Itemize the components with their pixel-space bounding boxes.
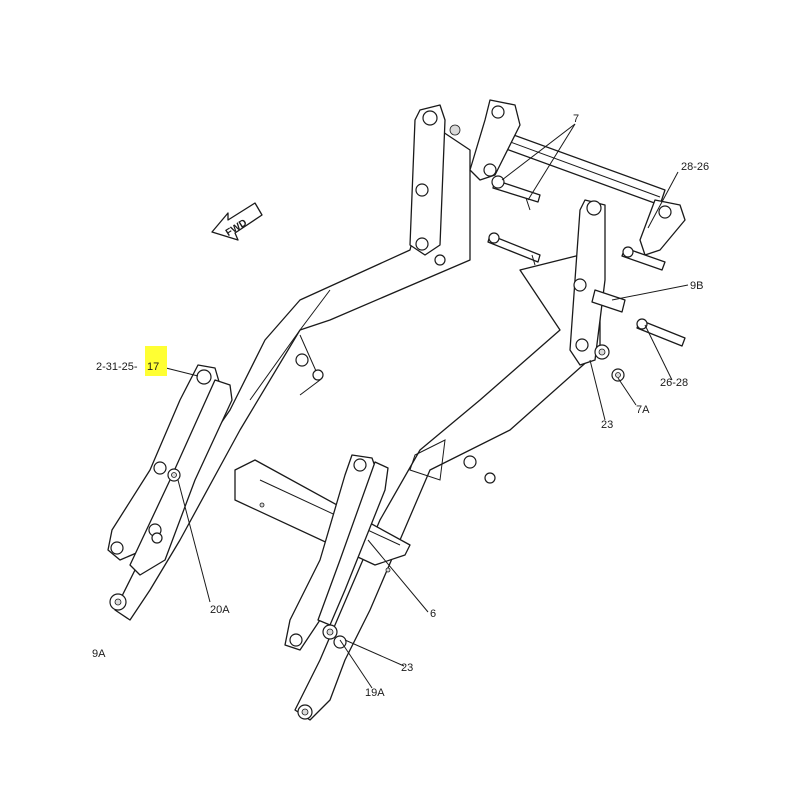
- part-reference-prefix: 2-31-25-: [96, 361, 138, 373]
- callout-9a: 9A: [92, 648, 106, 660]
- part-reference-callout: 2-31-25- 17: [96, 346, 167, 376]
- leader-lines: [165, 123, 689, 689]
- link-17: [107, 364, 233, 576]
- pin-7-assembly: [487, 175, 541, 266]
- forward-arrow-icon: FWD: [211, 202, 263, 241]
- callout-labels: 7 28-26 9B 26-28 7A 23 20A 9A 6 23 19A: [92, 113, 709, 699]
- callout-19a: 19A: [365, 687, 385, 699]
- callout-7: 7: [573, 113, 579, 125]
- bucket-pivot-9a: [109, 593, 127, 611]
- callout-6: 6: [430, 608, 436, 620]
- callout-28-26: 28-26: [681, 161, 709, 173]
- highlight-marker: [145, 346, 167, 376]
- lower-tilt-link: [284, 454, 389, 720]
- right-main-arm: [294, 249, 601, 721]
- callout-20a: 20A: [210, 604, 230, 616]
- upper-tilt-link: [409, 99, 521, 256]
- callout-23-lower: 23: [401, 662, 413, 674]
- right-upper-link: [569, 199, 686, 382]
- callout-26-28: 26-28: [660, 377, 688, 389]
- arm-pins: [295, 254, 496, 484]
- callout-23-right: 23: [601, 419, 613, 431]
- callout-9b: 9B: [690, 280, 703, 292]
- callout-7a: 7A: [636, 404, 650, 416]
- part-reference-highlighted: 17: [147, 361, 159, 373]
